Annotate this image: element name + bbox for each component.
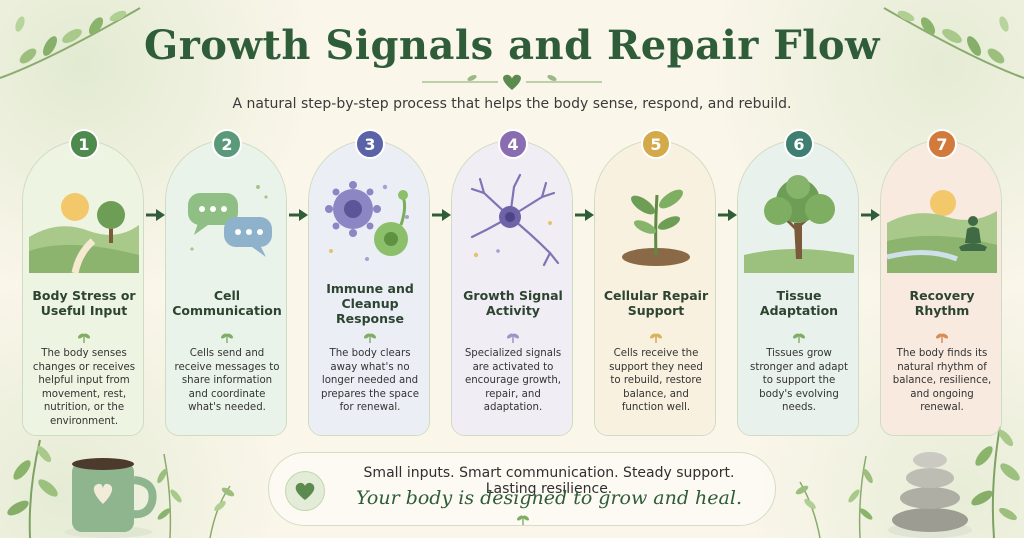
card-background [166, 141, 286, 435]
step-card-5: 5 Cellular Repair Support Cells receive … [594, 129, 716, 436]
step-number-badge: 5 [641, 129, 671, 159]
arrow-right-icon [289, 209, 308, 221]
sprig-icon [363, 333, 377, 343]
mug-icon [64, 458, 157, 538]
sprig-icon [649, 333, 663, 343]
arrow-right-icon [861, 209, 880, 221]
step-description: Cells send and receive messages to share… [174, 348, 280, 414]
leaf-plant-bottom-left-icon [7, 439, 58, 538]
step-title: Growth Signal Activity [463, 288, 563, 318]
sun-landscape-icon [29, 193, 139, 273]
heart-icon [295, 482, 315, 500]
tree-icon [744, 175, 854, 273]
step-card-6: 6 Tissue Adaptation Tissues grow stronge… [737, 129, 859, 436]
sprout-icon [622, 189, 690, 266]
step-card-1: 1 Body Stress or Useful Input The body s… [22, 129, 144, 436]
step-title: Tissue Adaptation [759, 288, 839, 318]
summary-banner: Small inputs. Smart communication. Stead… [268, 452, 776, 526]
card-background [23, 141, 143, 435]
step-number-badge: 3 [355, 129, 385, 159]
step-number-badge: 4 [498, 129, 528, 159]
card-background [881, 141, 1001, 435]
summary-script: Your body is designed to grow and heal. [356, 487, 742, 509]
step-card-4: 4 Growth Signal Activity Specialized sig… [451, 129, 573, 436]
step-description: Tissues grow stronger and adapt to suppo… [750, 348, 848, 414]
step-title: Immune and Cleanup Response [326, 280, 414, 326]
step-description: The body senses changes or receives help… [32, 348, 136, 427]
step-number-badge: 1 [69, 129, 99, 159]
sprig-icon [506, 333, 520, 343]
step-card-3: 3 Immune and Cleanup Response The body c… [308, 129, 430, 436]
step-description: Specialized signals are activated to enc… [464, 348, 562, 414]
sprig-icon [516, 515, 530, 525]
leaf-plant-bottom-right-icon [971, 425, 1020, 538]
card-background [595, 141, 715, 435]
page-subtitle: A natural step-by-step process that help… [232, 96, 792, 112]
arrow-right-icon [432, 209, 451, 221]
sprig-icon [935, 333, 949, 343]
steps-flow: 1 Body Stress or Useful Input The body s… [22, 128, 1002, 438]
meditation-icon [887, 190, 997, 273]
step-number-badge: 2 [212, 129, 242, 159]
leaf-branch-top-right-icon [883, 7, 1024, 79]
speech-bubbles-icon [188, 185, 272, 257]
neuron-icon [470, 173, 560, 267]
arrow-right-icon [718, 209, 737, 221]
sprig-icon [220, 333, 234, 343]
arrow-right-icon [146, 209, 165, 221]
page-title: Growth Signals and Repair Flow [144, 22, 880, 69]
stacked-stones-icon [888, 452, 972, 538]
sprig-icon [77, 333, 91, 343]
step-description: The body finds its natural rhythm of bal… [892, 348, 992, 414]
arrow-right-icon [575, 209, 594, 221]
step-title: Cell Communication [172, 288, 282, 318]
step-number-badge: 7 [927, 129, 957, 159]
immune-cells-icon [325, 181, 409, 261]
heart-badge [285, 471, 325, 511]
step-title: Recovery Rhythm [909, 288, 975, 318]
leaf-branch-top-left-icon [0, 7, 141, 79]
step-title: Body Stress or Useful Input [32, 288, 136, 318]
step-card-7: 7 Recovery Rhythm The body finds its nat… [880, 129, 1002, 436]
step-title: Cellular Repair Support [603, 288, 709, 318]
step-description: Cells receive the support they need to r… [609, 348, 703, 414]
step-number-badge: 6 [784, 129, 814, 159]
leaf-sprigs-bottom-right-icon [795, 455, 873, 538]
step-card-2: 2 Cell Communication Cells send and rece… [165, 129, 287, 436]
step-description: The body clears away what's no longer ne… [320, 348, 420, 414]
sprig-icon [792, 333, 806, 343]
leaf-sprigs-bottom-left-icon [157, 453, 235, 538]
heart-ornament-icon [422, 74, 602, 90]
summary-tagline: Small inputs. Smart communication. Stead… [363, 465, 735, 497]
